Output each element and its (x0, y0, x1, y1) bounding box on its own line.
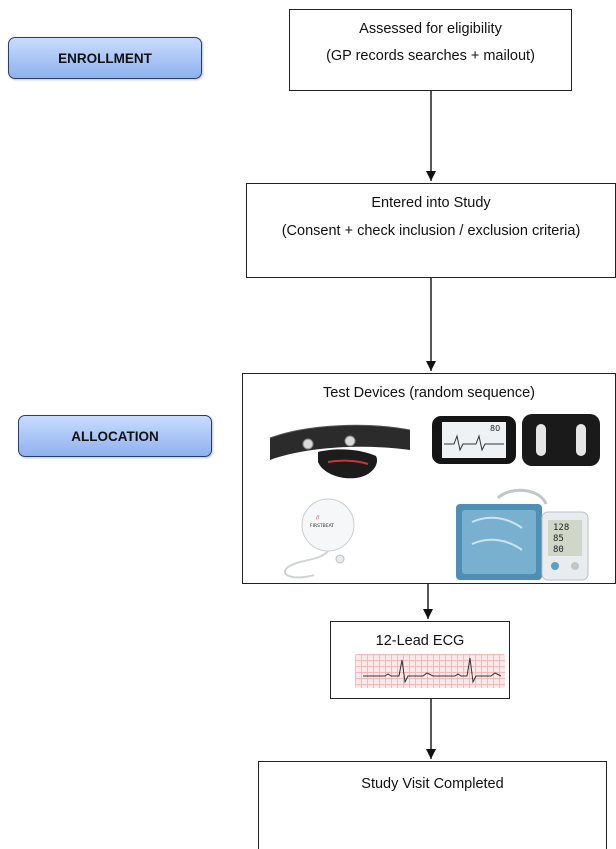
bp-monitor-image: 128 85 80 (456, 488, 589, 581)
stage-label-enrollment-text: ENROLLMENT (58, 50, 152, 66)
ecg-trace-line (363, 657, 502, 684)
stage-label-allocation-text: ALLOCATION (71, 428, 159, 444)
patch-brand: FIRSTBEAT (310, 523, 334, 529)
stage-label-allocation: ALLOCATION (18, 415, 212, 457)
bp-reading-dia: 85 (553, 534, 564, 544)
eligibility-subtitle: (GP records searches + mailout) (326, 48, 535, 64)
eligibility-title: Assessed for eligibility (359, 21, 502, 37)
arrowhead-1 (426, 171, 436, 181)
phone-reading: 80 (490, 424, 500, 433)
study-completed-title: Study Visit Completed (361, 776, 504, 792)
smartphone-ecg-image: 80 (432, 414, 600, 466)
arrowhead-4 (426, 749, 436, 759)
entered-study-box: Entered into Study (Consent + check incl… (246, 183, 616, 278)
ecg-patch-image: // FIRSTBEAT (284, 498, 355, 579)
chest-strap-image (269, 424, 411, 479)
study-completed-box: Study Visit Completed (258, 761, 607, 849)
bp-reading-pulse: 80 (553, 545, 564, 555)
stage-label-enrollment: ENROLLMENT (8, 37, 202, 79)
entered-study-title: Entered into Study (371, 195, 491, 211)
entered-study-subtitle: (Consent + check inclusion / exclusion c… (281, 223, 581, 239)
arrowhead-3 (423, 609, 433, 619)
ecg-title: 12-Lead ECG (375, 633, 465, 649)
test-devices-title: Test Devices (random sequence) (323, 385, 535, 401)
arrowhead-2 (426, 361, 436, 371)
eligibility-box: Assessed for eligibility (GP records sea… (289, 9, 572, 91)
svg-text://: // (316, 515, 320, 521)
bp-reading-sys: 128 (553, 523, 569, 533)
ecg-trace-image (355, 654, 505, 688)
